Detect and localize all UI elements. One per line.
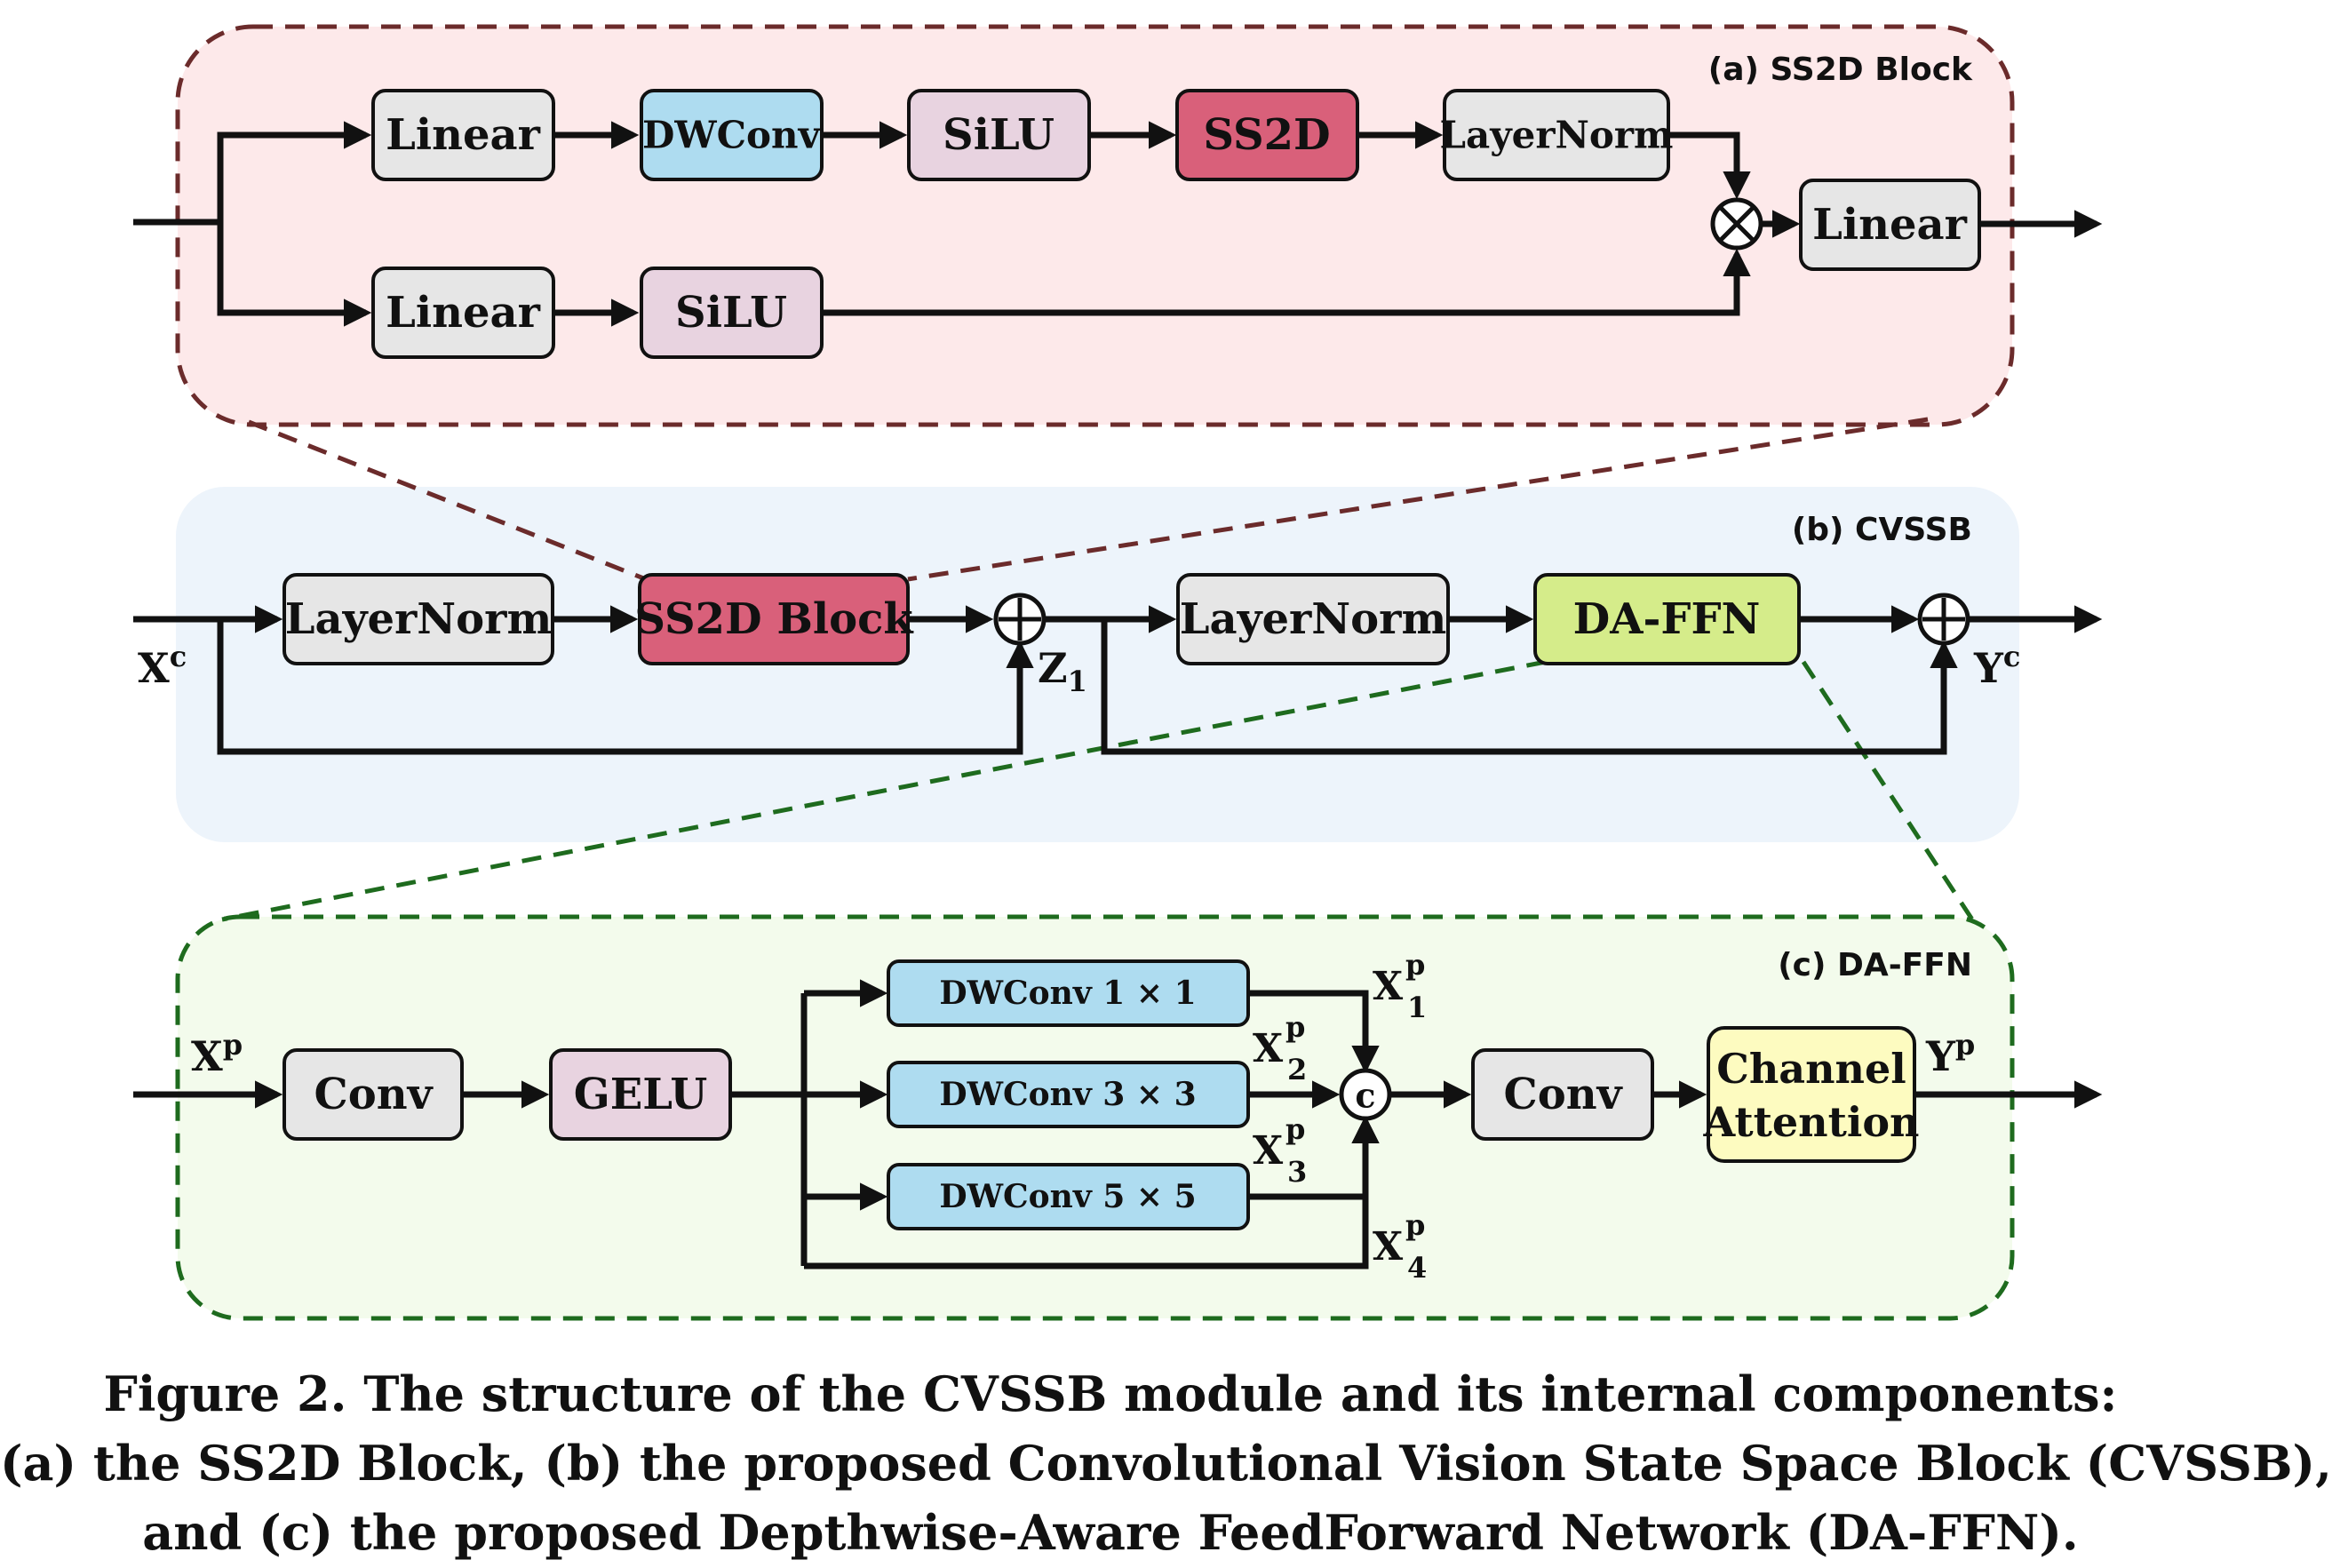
- figure-caption: Figure 2. The structure of the CVSSB mod…: [0, 1359, 2332, 1567]
- ss2d-linear-out-label: Linear: [1812, 200, 1968, 250]
- svg-text:X: X: [1373, 964, 1404, 1009]
- panel-ss2d-title: (a) SS2D Block: [1708, 52, 1973, 88]
- ss2d-ss2d-label: SS2D: [1203, 110, 1330, 160]
- da-ffn-dwconv-3x3-label: DWConv 3 × 3: [939, 1076, 1196, 1113]
- cvssb-da-ffn-label: DA-FFN: [1573, 594, 1761, 644]
- caption-line-3: and (c) the proposed Depthwise-Aware Fee…: [142, 1504, 2079, 1561]
- da-ffn-wires: [133, 979, 2103, 1270]
- da-ffn-dwconv-1x1-box: DWConv 1 × 1: [887, 959, 1250, 1027]
- cvssb-da-ffn-box: DA-FFN: [1533, 573, 1801, 665]
- da-ffn-output-label: Yp: [1925, 1028, 1975, 1080]
- da-ffn-conv-out-box: Conv: [1471, 1048, 1654, 1141]
- svg-text:4: 4: [1407, 1251, 1427, 1285]
- zoom-line-a-left: [248, 419, 647, 582]
- svg-text:p: p: [1285, 1112, 1305, 1146]
- ss2d-silu-top-box: SiLU: [907, 89, 1091, 181]
- da-ffn-gelu-box: GELU: [549, 1048, 732, 1141]
- svg-text:X: X: [1253, 1026, 1284, 1071]
- da-ffn-dwconv-5x5-box: DWConv 5 × 5: [887, 1163, 1250, 1230]
- cvssb-ss2d-block-label: SS2D Block: [634, 594, 914, 644]
- channel-attention-box: Channel Attention: [1703, 1026, 1920, 1163]
- concat-operator-label: c: [1355, 1076, 1375, 1116]
- da-ffn-dwconv-5x5-label: DWConv 5 × 5: [939, 1178, 1196, 1215]
- cvssb-layernorm-2-box: LayerNorm: [1176, 573, 1450, 665]
- cvssb-input-label: Xc: [138, 640, 187, 692]
- ss2d-linear-top-box: Linear: [371, 89, 555, 181]
- caption-line-1: Figure 2. The structure of the CVSSB mod…: [103, 1365, 2118, 1422]
- cvssb-wires: [133, 605, 2103, 755]
- cvssb-layernorm-1-box: LayerNorm: [283, 573, 554, 665]
- ss2d-linear-bottom-box: Linear: [371, 267, 555, 359]
- z1-label: Z1: [1038, 644, 1087, 698]
- da-ffn-input-label: Xp: [191, 1028, 243, 1080]
- ss2d-layernorm-box: LayerNorm: [1440, 89, 1674, 181]
- cvssb-ss2d-block-box: SS2D Block: [634, 573, 914, 665]
- ss2d-linear-out-box: Linear: [1799, 179, 1981, 271]
- da-ffn-conv-in-box: Conv: [283, 1048, 464, 1141]
- da-ffn-dwconv-3x3-box: DWConv 3 × 3: [887, 1061, 1250, 1128]
- svg-text:1: 1: [1407, 991, 1427, 1024]
- multiply-operator: [1710, 197, 1763, 251]
- svg-text:p: p: [1405, 1208, 1425, 1242]
- svg-text:p: p: [1405, 948, 1425, 982]
- da-ffn-gelu-label: GELU: [574, 1070, 708, 1119]
- concat-operator: c: [1339, 1068, 1392, 1121]
- cvssb-layernorm-1-label: LayerNorm: [285, 594, 553, 644]
- svg-text:X: X: [1373, 1224, 1404, 1270]
- ss2d-ss2d-box: SS2D: [1175, 89, 1359, 181]
- x3-label: X p 3: [1253, 1112, 1307, 1189]
- ss2d-linear-top-label: Linear: [386, 110, 541, 160]
- caption-line-2: (a) the SS2D Block, (b) the proposed Con…: [0, 1435, 2332, 1492]
- ss2d-linear-bottom-label: Linear: [386, 288, 541, 338]
- ss2d-dwconv-label: DWConv: [642, 114, 822, 157]
- da-ffn-conv-in-label: Conv: [314, 1070, 434, 1119]
- add-operator-2: [1917, 593, 1970, 646]
- x1-label: X p 1: [1373, 948, 1427, 1024]
- zoom-line-a-right: [907, 417, 1929, 582]
- ss2d-silu-bottom-box: SiLU: [640, 267, 824, 359]
- panel-cvssb-title: (b) CVSSB: [1792, 512, 1972, 548]
- zoom-line-c-right: [1801, 660, 1975, 921]
- da-ffn-dwconv-1x1-label: DWConv 1 × 1: [939, 975, 1196, 1012]
- cvssb-layernorm-2-label: LayerNorm: [1180, 594, 1447, 644]
- cvssb-output-label: Yc: [1973, 640, 2020, 692]
- x4-label: X p 4: [1373, 1208, 1427, 1285]
- svg-text:X: X: [1253, 1128, 1284, 1174]
- svg-text:2: 2: [1287, 1053, 1307, 1086]
- panel-da-ffn-title: (c) DA-FFN: [1778, 947, 1972, 983]
- ss2d-silu-bottom-label: SiLU: [675, 288, 787, 338]
- x2-label: X p 2: [1253, 1010, 1307, 1086]
- channel-attention-line2: Attention: [1703, 1098, 1920, 1146]
- svg-text:3: 3: [1287, 1155, 1307, 1189]
- ss2d-dwconv-box: DWConv: [640, 89, 824, 181]
- ss2d-silu-top-label: SiLU: [943, 110, 1055, 160]
- svg-text:p: p: [1285, 1010, 1305, 1044]
- ss2d-layernorm-label: LayerNorm: [1440, 114, 1674, 157]
- channel-attention-line1: Channel: [1716, 1045, 1906, 1093]
- ss2d-block-wires: [133, 121, 2103, 327]
- zoom-line-c-left: [221, 659, 1547, 922]
- da-ffn-conv-out-label: Conv: [1503, 1070, 1623, 1119]
- add-operator-1: [993, 593, 1047, 646]
